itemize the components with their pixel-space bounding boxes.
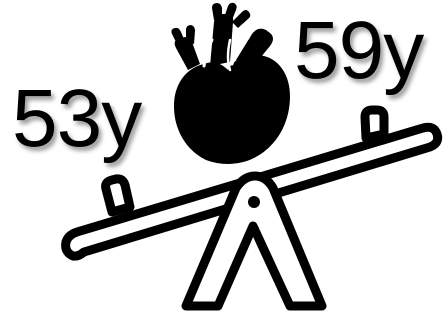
heart-body <box>174 55 290 164</box>
heart-vessel-left-branch-2 <box>186 25 195 44</box>
right-age-label: 59y <box>294 10 423 92</box>
heart-vessel-left-branch <box>171 28 186 46</box>
seesaw-pivot <box>248 196 260 208</box>
seesaw-left-handle <box>106 179 130 212</box>
anatomical-heart-icon <box>171 3 290 164</box>
heart-aorta-branch-1 <box>212 3 222 20</box>
seesaw-right-handle <box>365 110 384 138</box>
left-age-label: 53y <box>12 78 141 160</box>
heart-aorta-branch-2 <box>224 3 237 20</box>
